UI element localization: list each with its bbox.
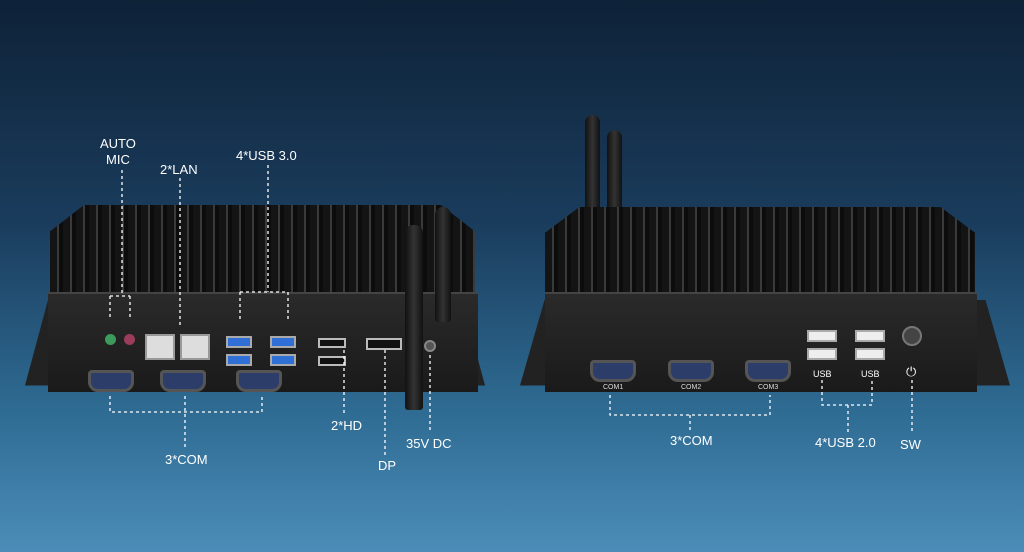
com-port	[745, 360, 791, 382]
com1-label: COM1	[603, 384, 624, 391]
antenna	[405, 225, 423, 410]
com-port	[668, 360, 714, 382]
com-port	[88, 370, 134, 392]
mic-label: MIC	[106, 152, 130, 167]
com-port	[590, 360, 636, 382]
usb3-port	[226, 354, 252, 366]
hdmi-port	[318, 338, 346, 348]
displayport	[366, 338, 402, 350]
lan-port	[180, 334, 210, 360]
com-port	[160, 370, 206, 392]
heatsink-fins	[545, 207, 975, 293]
hd-label: 2*HD	[331, 418, 363, 433]
heatsink-fins	[50, 205, 475, 293]
left-com-label: 3*COM	[165, 452, 208, 467]
dp-label: DP	[378, 458, 397, 473]
antenna	[435, 207, 451, 322]
com-port	[236, 370, 282, 392]
audio-jack	[105, 334, 116, 345]
dc-jack	[424, 340, 436, 352]
lan-label: 2*LAN	[160, 162, 198, 177]
com2-label: COM2	[681, 384, 702, 391]
usb2-port	[807, 348, 837, 360]
usb3-port	[270, 336, 296, 348]
antenna	[607, 130, 622, 215]
hdmi-port	[318, 356, 346, 366]
usb-label: USB	[861, 369, 880, 379]
auto-label: AUTO	[100, 136, 136, 151]
usb2-port	[855, 330, 885, 342]
mic-jack	[124, 334, 135, 345]
antenna	[585, 115, 600, 215]
usb3-label: 4*USB 3.0	[236, 148, 297, 163]
usb2-label: 4*USB 2.0	[815, 435, 876, 450]
com3-label: COM3	[758, 384, 779, 391]
sw-label: SW	[900, 437, 921, 452]
dc-label: 35V DC	[406, 436, 452, 451]
usb3-port	[226, 336, 252, 348]
usb-label: USB	[813, 369, 832, 379]
lan-port	[145, 334, 175, 360]
right-com-label: 3*COM	[670, 433, 713, 448]
power-button	[902, 326, 922, 346]
usb2-port	[807, 330, 837, 342]
power-icon: ⏻	[906, 364, 917, 379]
usb3-port	[270, 354, 296, 366]
usb2-port	[855, 348, 885, 360]
